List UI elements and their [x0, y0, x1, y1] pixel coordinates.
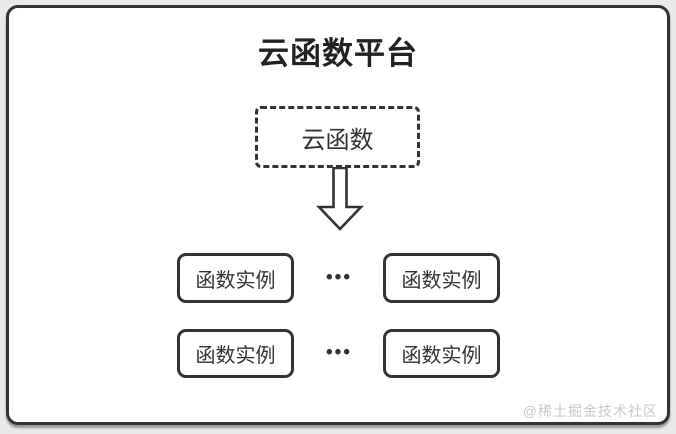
function-instance-label: 函数实例	[401, 269, 482, 292]
ellipsis-dots: •••	[326, 342, 352, 363]
ellipsis-dots: •••	[326, 267, 352, 288]
diagram-title: 云函数平台	[258, 36, 418, 71]
cloud-function-label: 云函数	[301, 126, 374, 154]
watermark: @稀土掘金技术社区	[522, 403, 658, 419]
function-instance-label: 函数实例	[401, 345, 482, 367]
function-instance-node: 函数实例	[383, 329, 500, 378]
function-instance-node: 函数实例	[383, 253, 500, 303]
function-instance-label: 函数实例	[195, 269, 276, 292]
function-instance-node: 函数实例	[177, 253, 294, 303]
function-instance-node: 函数实例	[177, 329, 294, 378]
down-arrow-icon	[316, 167, 364, 231]
cloud-function-node: 云函数	[255, 106, 420, 168]
function-instance-label: 函数实例	[195, 345, 276, 367]
